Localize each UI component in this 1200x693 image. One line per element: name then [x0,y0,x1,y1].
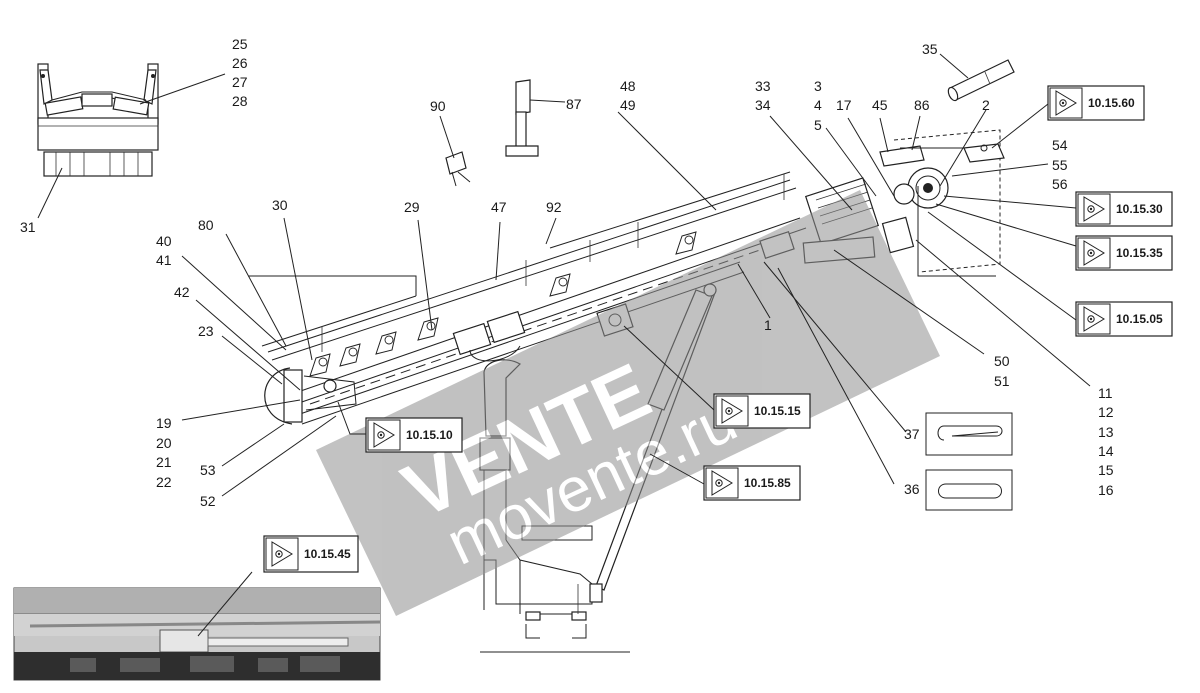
label-34: 34 [755,97,771,113]
ref-10-15-05[interactable]: 10.15.05 [1075,301,1173,337]
label-92: 92 [546,199,562,215]
label-35: 35 [922,41,938,57]
label-14: 14 [1098,443,1114,459]
label-47: 47 [491,199,507,215]
svg-text:10.15.15: 10.15.15 [754,404,801,418]
label-40: 40 [156,233,172,249]
label-4: 4 [814,97,822,113]
label-28: 28 [232,93,248,109]
label-42: 42 [174,284,190,300]
label-17: 17 [836,97,852,113]
label-53: 53 [200,462,216,478]
label-52: 52 [200,493,216,509]
ref-10-15-45[interactable]: 10.15.45 [263,535,359,573]
label-80: 80 [198,217,214,233]
label-15: 15 [1098,462,1114,478]
svg-text:10.15.35: 10.15.35 [1116,246,1163,260]
label-20: 20 [156,435,172,451]
label-5: 5 [814,117,822,133]
callout-labels: 25 26 27 28 31 35 87 90 48 49 33 34 3 4 … [20,36,1114,509]
label-26: 26 [232,55,248,71]
label-16: 16 [1098,482,1114,498]
ref-10-15-10[interactable]: 10.15.10 [365,417,463,453]
part-90-bracket [439,115,471,187]
label-12: 12 [1098,404,1114,420]
label-86: 86 [914,97,930,113]
label-36: 36 [904,481,920,497]
label-56: 56 [1052,176,1068,192]
label-11: 11 [1098,385,1113,401]
ref-10-15-35[interactable]: 10.15.35 [1075,235,1173,271]
svg-text:10.15.05: 10.15.05 [1116,312,1163,326]
cross-section-inset [37,63,226,219]
label-13: 13 [1098,424,1114,440]
watermark: VENTE movente.ru [316,190,940,616]
ref-10-15-60[interactable]: 10.15.60 [1047,85,1145,121]
svg-text:10.15.10: 10.15.10 [406,428,453,442]
label-1: 1 [764,317,772,333]
label-87: 87 [566,96,582,112]
svg-text:10.15.45: 10.15.45 [304,547,351,561]
part-87-stand [505,79,566,157]
svg-text:10.15.60: 10.15.60 [1088,96,1135,110]
photo-inset [13,571,381,681]
label-33: 33 [755,78,771,94]
label-3: 3 [814,78,822,94]
label-49: 49 [620,97,636,113]
label-90: 90 [430,98,446,114]
ref-10-15-15[interactable]: 10.15.15 [713,393,811,429]
ref-10-15-30[interactable]: 10.15.30 [1075,191,1173,227]
label-22: 22 [156,474,172,490]
label-2: 2 [982,97,990,113]
svg-text:10.15.30: 10.15.30 [1116,202,1163,216]
label-30: 30 [272,197,288,213]
label-21: 21 [156,454,172,470]
label-37: 37 [904,426,920,442]
ref-10-15-85[interactable]: 10.15.85 [703,465,801,501]
label-25: 25 [232,36,248,52]
svg-text:10.15.85: 10.15.85 [744,476,791,490]
label-31: 31 [20,219,36,235]
label-41: 41 [156,252,172,268]
label-51: 51 [994,373,1010,389]
label-27: 27 [232,74,248,90]
part-37-box [925,412,1013,456]
label-55: 55 [1052,157,1068,173]
label-19: 19 [156,415,172,431]
label-29: 29 [404,199,420,215]
label-54: 54 [1052,137,1068,153]
label-48: 48 [620,78,636,94]
part-35-pin [939,53,1015,102]
leader-lines [181,103,1091,497]
label-23: 23 [198,323,214,339]
part-36-box [925,469,1013,511]
label-50: 50 [994,353,1010,369]
label-45: 45 [872,97,888,113]
